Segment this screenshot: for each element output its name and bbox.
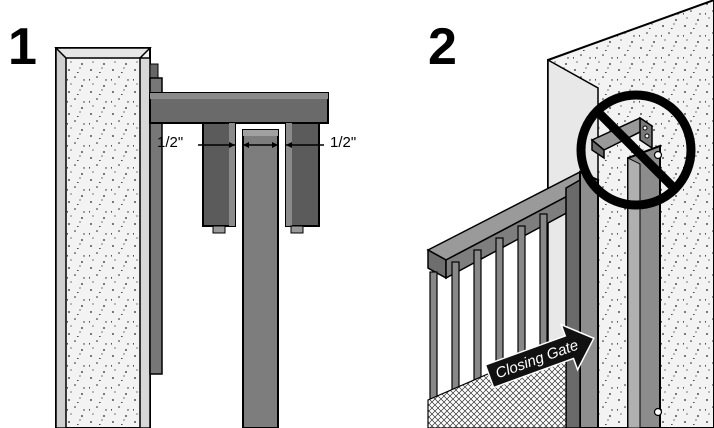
no-symbol-icon <box>576 90 696 210</box>
mounting-plate <box>149 77 163 375</box>
wall-post <box>627 144 663 428</box>
guide-leg-right <box>285 122 320 234</box>
step-number-2: 2 <box>428 18 457 76</box>
panel-2: 2 <box>426 0 714 428</box>
step-number-1: 1 <box>8 18 37 76</box>
gate-post <box>242 129 279 428</box>
gate-pickets <box>429 213 548 428</box>
guide-leg-left <box>202 122 236 234</box>
gate-frame <box>426 170 600 428</box>
gap-label-left: 1/2" <box>157 134 183 151</box>
concrete-column <box>54 47 152 428</box>
gap-dimension-right: 1/2" <box>286 134 356 151</box>
gap-label-right: 1/2" <box>330 134 356 151</box>
bracket-arm <box>149 92 329 124</box>
panel-1: 1 <box>8 18 356 428</box>
gap-dimension-left: 1/2" <box>157 134 278 151</box>
